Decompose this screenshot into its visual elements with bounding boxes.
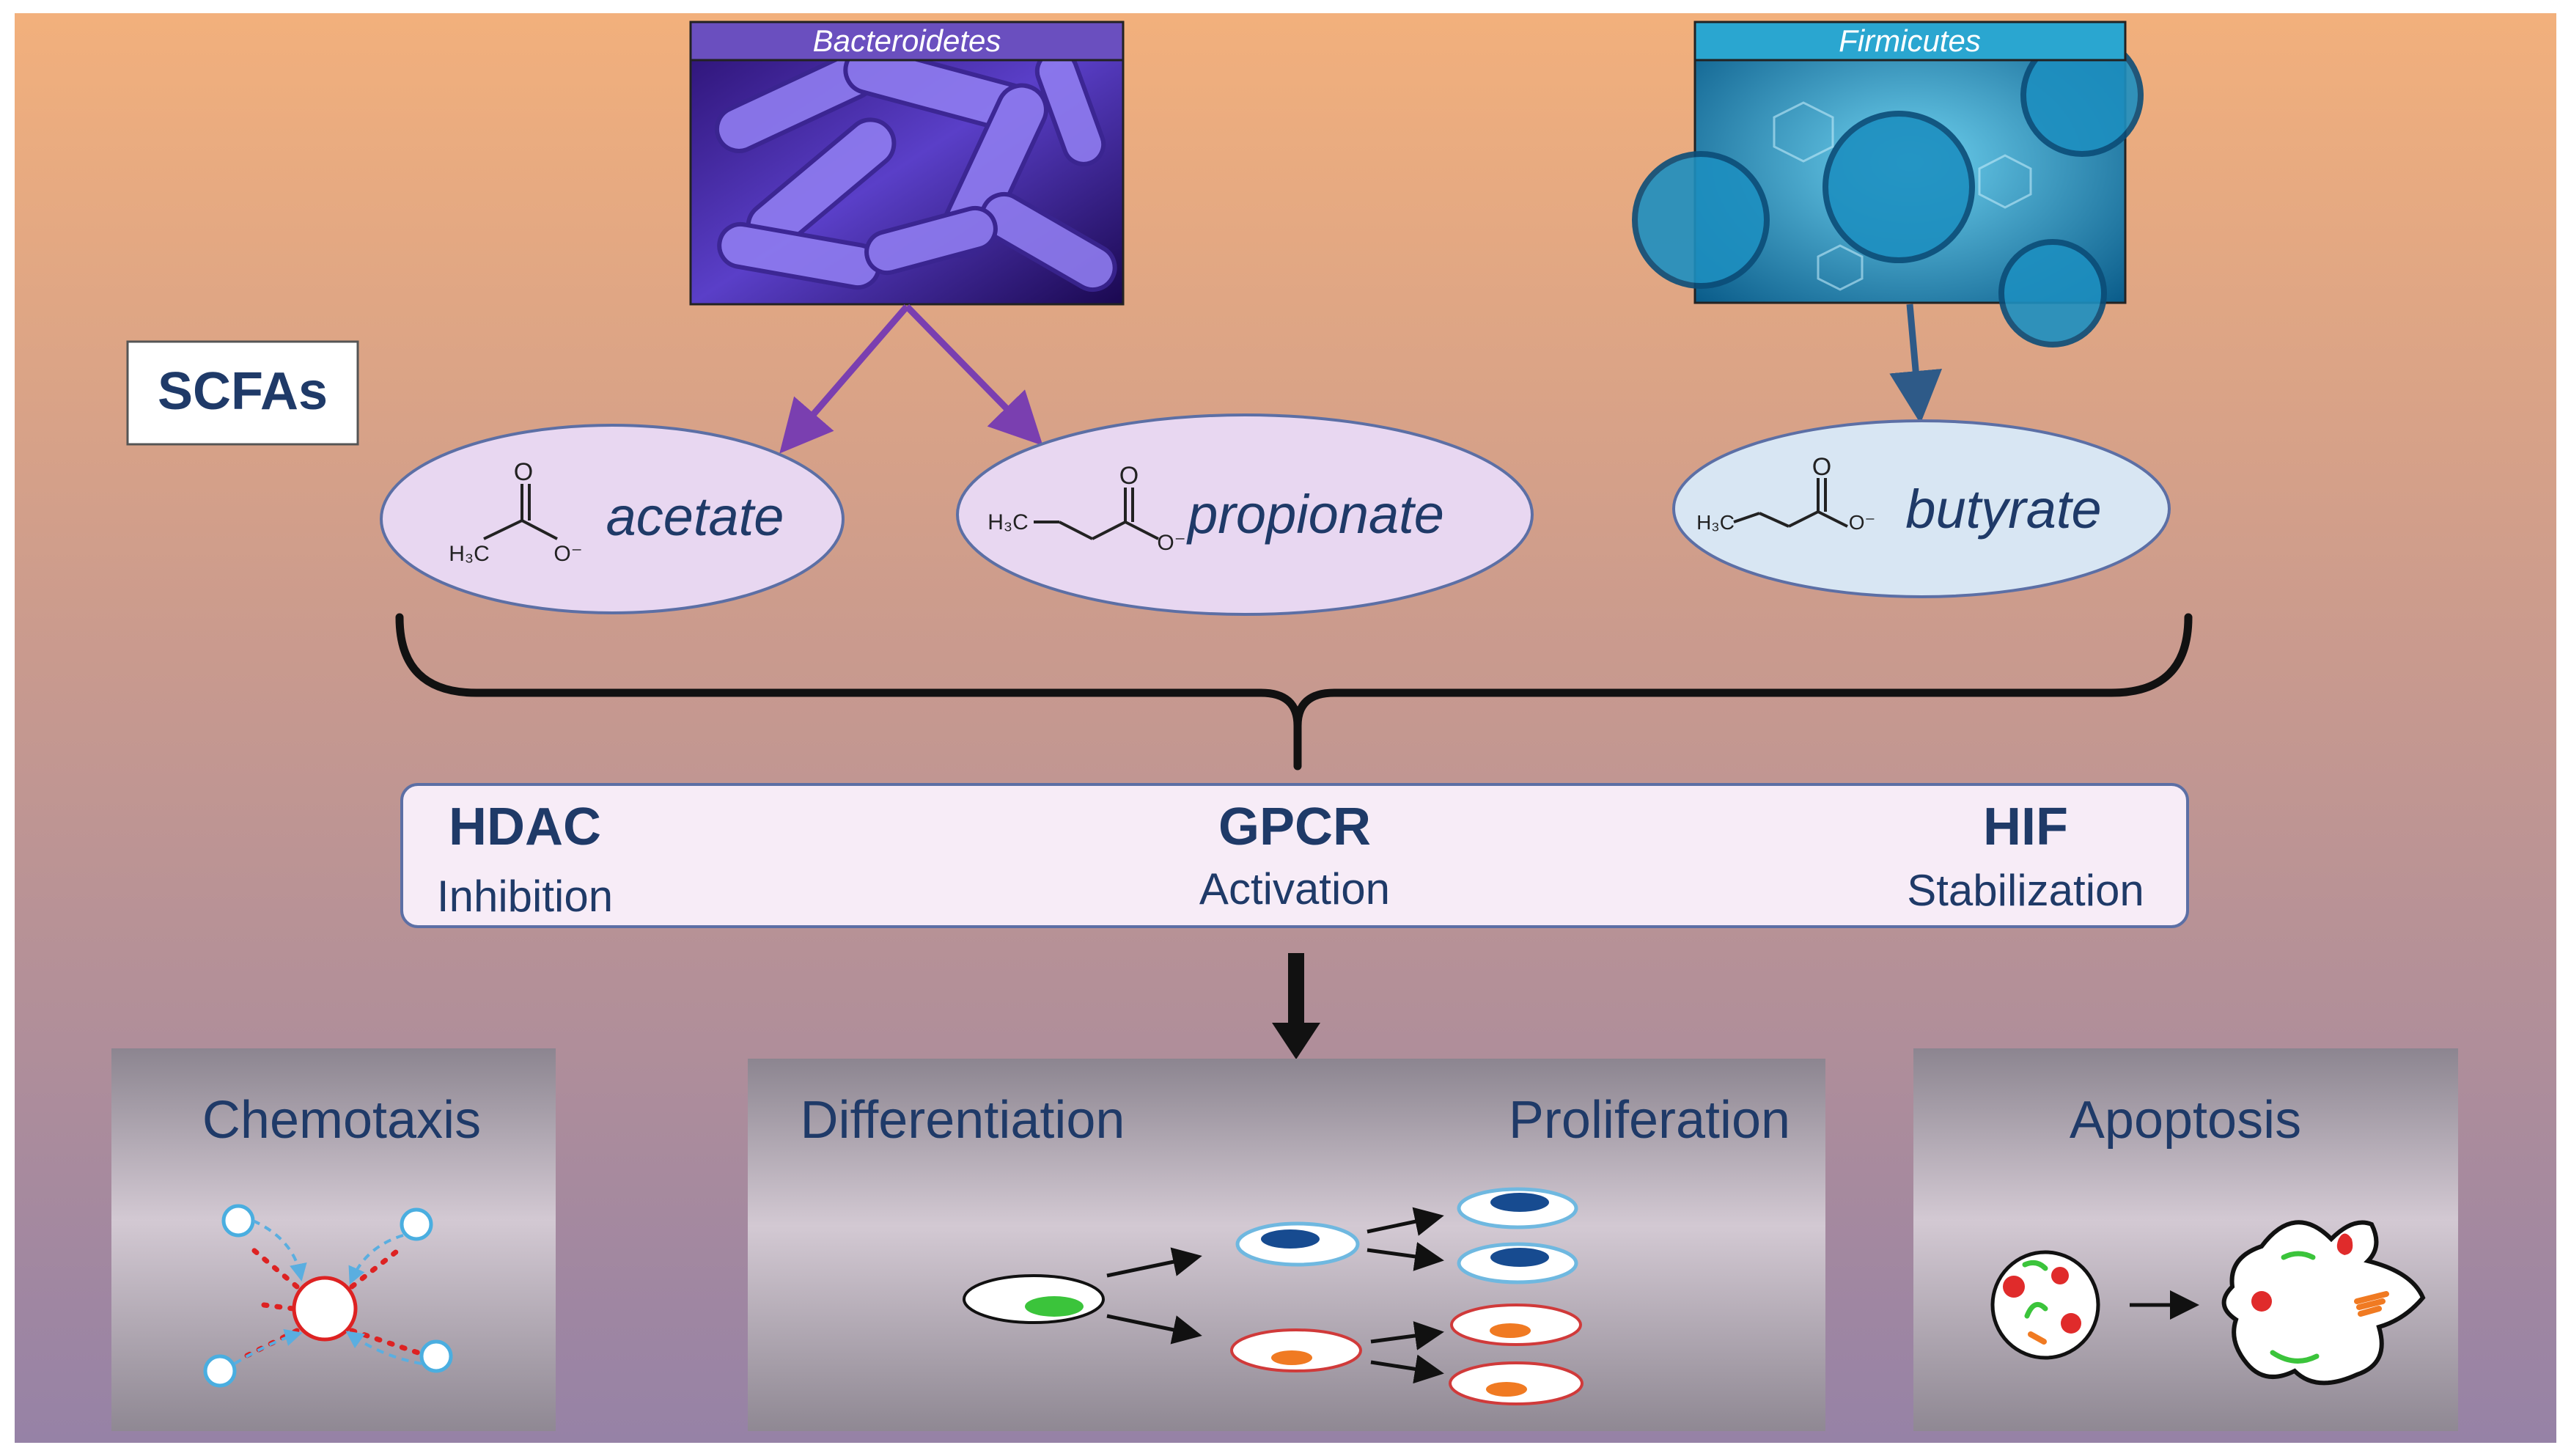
hdac-title: HDAC [449,798,601,856]
gpcr-title: GPCR [1218,798,1371,856]
scfa-label-box: SCFAs [126,340,359,446]
differentiation-proliferation-panel: Differentiation Proliferation [748,1059,1825,1431]
differentiation-label: Differentiation [801,1091,1125,1150]
proliferation-label: Proliferation [1509,1091,1790,1150]
acetate-structure [483,484,558,540]
chemotaxis-illustration [203,1204,453,1388]
apoptosis-label: Apoptosis [2070,1091,2301,1150]
propionate-label: propionate [1186,484,1444,545]
firmicutes-image: Firmicutes [1632,21,2144,348]
chemotaxis-label: Chemotaxis [202,1091,481,1150]
butyrate-label: butyrate [1905,479,2101,540]
mechanism-box: HDAC Inhibition GPCR Activation HIF Stab… [400,783,2189,928]
propionate-o-minus: O⁻ [1157,531,1185,555]
arrow-bacteroidetes-acetate [779,304,910,454]
arrow-firmicutes-butyrate [1889,304,1943,424]
gpcr-sub: Activation [1199,864,1390,913]
effect-arrow-head [1272,1023,1320,1059]
propionate-h3c: H₃C [987,510,1029,534]
butyrate-o-minus: O⁻ [1849,511,1876,534]
bacteroidetes-image: Bacteroidetes [689,21,1125,306]
acetate-label: acetate [606,486,784,547]
acetate-o-top: O [514,458,533,486]
scfa-label: SCFAs [158,362,328,421]
firmicutes-label: Firmicutes [1839,23,1981,58]
grouping-brace [395,613,2193,771]
propionate-structure [1034,488,1159,540]
acetate-h3c: H₃C [449,542,490,566]
propionate-o-top: O [1119,462,1139,490]
hif-title: HIF [1983,798,2068,856]
propionate-node: O H₃C O⁻ propionate [956,413,1534,616]
hdac-sub: Inhibition [437,872,613,921]
acetate-o-minus: O⁻ [553,542,582,566]
apoptosis-panel: Apoptosis [1913,1048,2458,1431]
bacteroidetes-label: Bacteroidetes [813,23,1001,58]
cell-lineage-illustration [963,1187,1584,1405]
butyrate-o-top: O [1812,453,1831,481]
apoptosis-illustration [1990,1220,2426,1386]
chemotaxis-panel: Chemotaxis [111,1048,556,1431]
hif-sub: Stabilization [1907,866,2144,915]
acetate-node: O H₃C O⁻ acetate [380,424,845,614]
butyrate-node: O H₃C O⁻ butyrate [1672,419,2171,598]
arrow-bacteroidetes-propionate [904,304,1043,446]
butyrate-h3c: H₃C [1696,511,1735,534]
butyrate-structure [1733,478,1848,528]
